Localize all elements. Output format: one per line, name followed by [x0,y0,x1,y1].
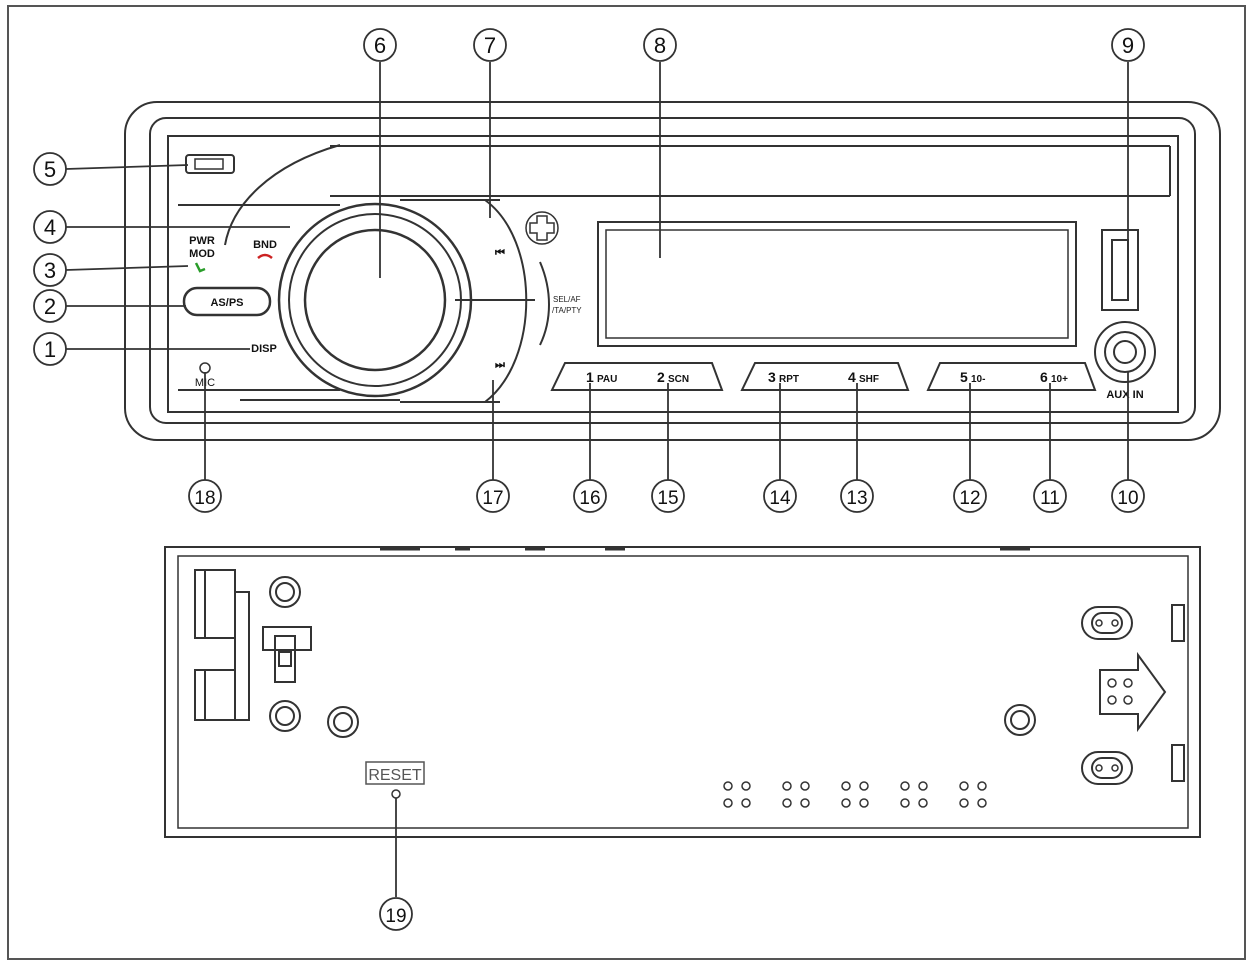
callout-6: 6 [363,28,397,62]
front-panel-outer [124,101,1221,441]
svg-text:12: 12 [959,488,980,509]
callout-5: 5 [33,152,67,186]
figure-border [7,5,1246,960]
callout-17: 17 [476,479,510,513]
preset-2-label: SCN [668,374,689,385]
preset-4-label: SHF [859,374,879,385]
reset-label: RESET [368,767,422,784]
svg-text:14: 14 [769,488,791,509]
usb-port[interactable] [1101,229,1139,311]
svg-text:13: 13 [846,488,867,509]
front-panel [124,101,1221,441]
callout-4: 4 [33,210,67,244]
as-ps-button[interactable] [182,286,272,317]
mic-hole [199,362,211,374]
svg-text:19: 19 [385,906,406,927]
preset-4-num: 4 [848,369,856,385]
callout-9: 9 [1111,28,1145,62]
svg-text:8: 8 [654,33,666,58]
svg-text:18: 18 [194,488,215,509]
front-panel-inner [149,117,1196,424]
callout-14: 14 [763,479,797,513]
back-panel-inner [177,555,1189,829]
svg-text:10: 10 [1117,488,1138,509]
svg-text:17: 17 [482,488,503,509]
svg-text:7: 7 [484,33,496,58]
volume-knob[interactable] [277,202,473,398]
svg-text:16: 16 [579,488,600,509]
preset-button-group-1-2[interactable] [550,362,724,391]
callout-7: 7 [473,28,507,62]
mod-label: MOD [189,248,215,260]
preset-3-label: RPT [779,374,799,385]
svg-text:9: 9 [1122,33,1134,58]
callouts: 1 2 3 4 5 6 7 8 9 10 11 12 13 14 15 16 1… [33,28,1145,931]
preset-2-num: 2 [657,369,665,385]
bnd-label: BND [253,239,277,251]
ta-pty-label: /TA/PTY [552,306,582,315]
callout-3: 3 [33,253,67,287]
preset-5-num: 5 [960,369,968,385]
svg-text:4: 4 [44,215,56,240]
callout-16: 16 [573,479,607,513]
preset-6-label: 10+ [1051,374,1068,385]
back-panel-outer [164,546,1201,838]
preset-5-label: 10- [971,374,985,385]
preset-button-group-5-6[interactable] [926,362,1097,391]
svg-text:2: 2 [44,294,56,319]
front-panel-face [167,135,1179,413]
lcd-display [597,221,1077,347]
callout-18: 18 [188,479,222,513]
back-panel [164,546,1201,838]
phone-answer-icon [194,262,206,273]
svg-text:15: 15 [657,488,678,509]
callout-10: 10 [1111,479,1145,513]
callout-19: 19 [379,897,413,931]
disp-label: DISP [251,343,277,355]
aux-in-label: AUX IN [1106,389,1143,401]
reset-button[interactable] [391,789,401,799]
svg-text:5: 5 [44,157,56,182]
callout-1: 1 [33,332,67,366]
arrow-right-icon [1099,651,1167,733]
preset-button-group-3-4[interactable] [740,362,910,391]
reset-label-box [365,761,425,785]
preset-1-label: PAU [597,374,617,385]
callout-12: 12 [953,479,987,513]
aux-in-jack[interactable] [1094,321,1156,383]
callout-11: 11 [1033,479,1067,513]
callout-leaders [65,62,1129,897]
as-ps-label: AS/PS [210,297,243,309]
svg-text:11: 11 [1040,488,1060,509]
preset-1-num: 1 [586,369,594,385]
svg-text:6: 6 [374,33,386,58]
pwr-label: PWR [189,235,215,247]
callout-15: 15 [651,479,685,513]
svg-text:3: 3 [44,258,56,283]
callout-8: 8 [643,28,677,62]
next-track-icon[interactable]: ⏭ [495,359,505,371]
preset-6-num: 6 [1040,369,1048,385]
ir-sensor-icon [525,211,559,245]
callout-2: 2 [33,289,67,323]
svg-text:1: 1 [44,337,56,362]
preset-3-num: 3 [768,369,776,385]
phone-hangup-icon [257,253,273,259]
callout-13: 13 [840,479,874,513]
arrow-dots [1095,619,1133,772]
connector-pins [723,781,987,808]
eject-button[interactable] [185,154,235,174]
prev-track-icon[interactable]: ⏮ [495,247,505,259]
preset-labels: 1 PAU 2 SCN 3 RPT 4 SHF 5 10- 6 10+ [586,369,1068,385]
sel-af-label: SEL/AF [553,295,581,304]
